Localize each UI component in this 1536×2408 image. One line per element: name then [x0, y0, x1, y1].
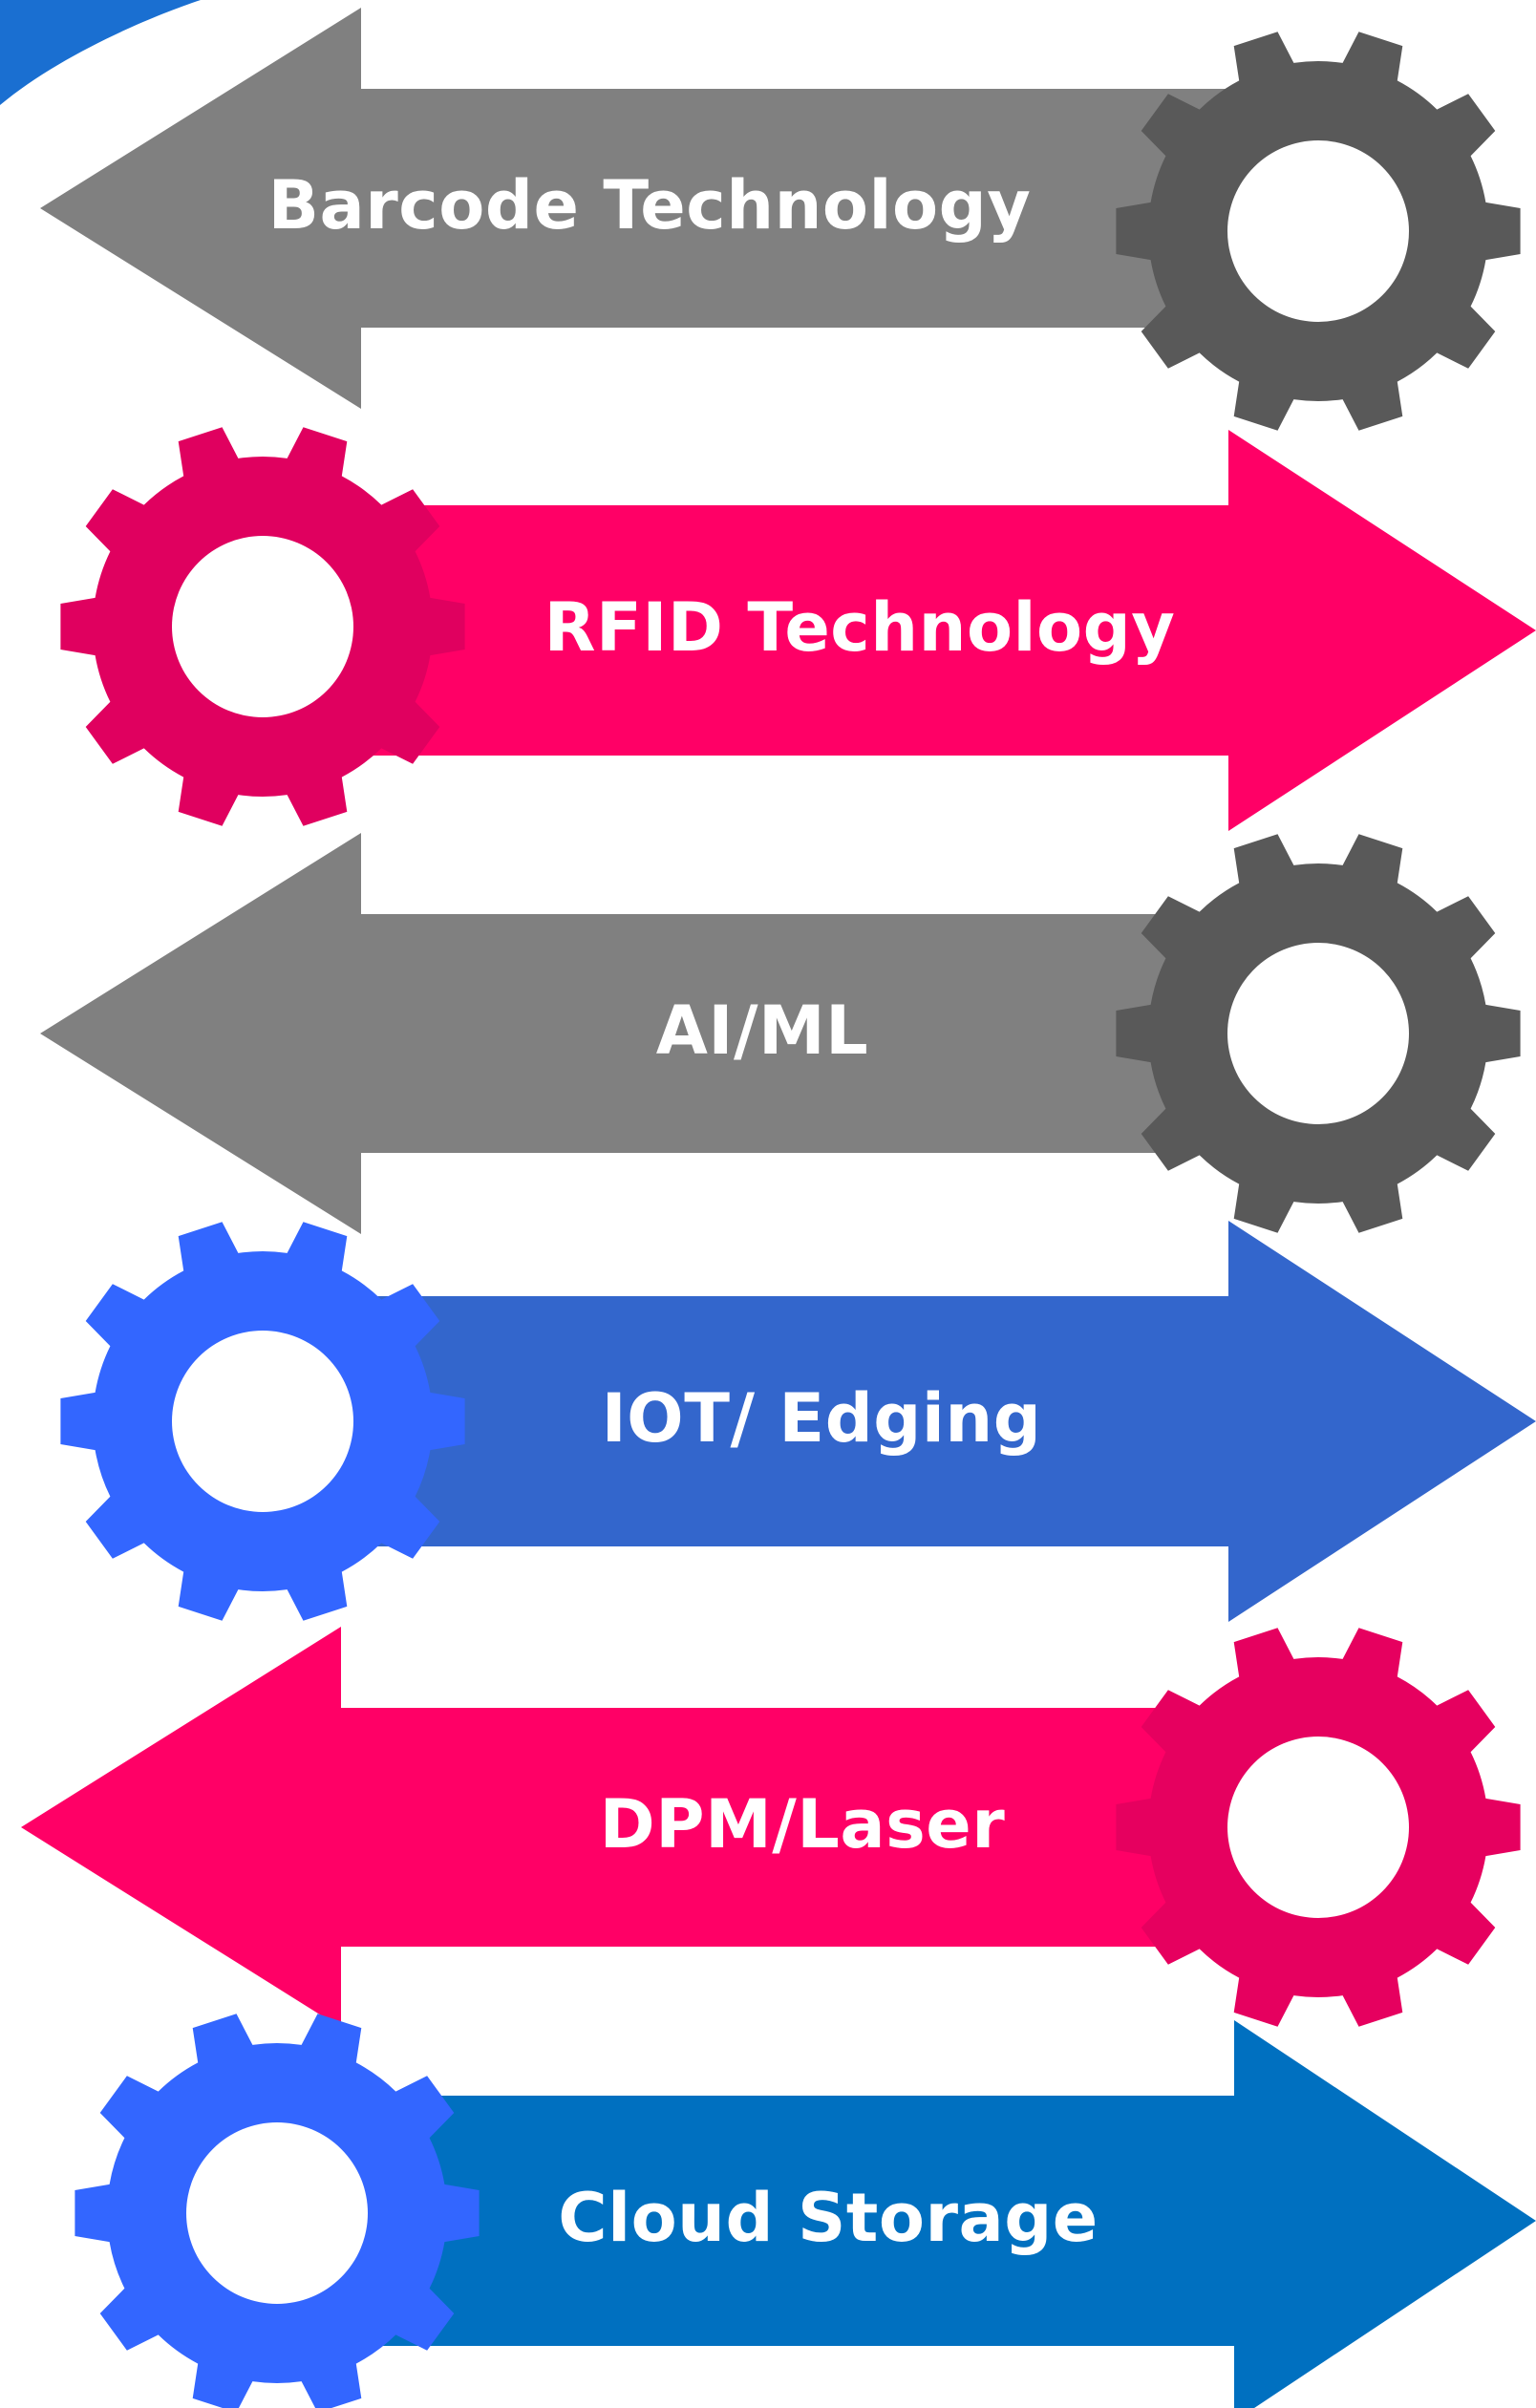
gear-hole [1227, 1737, 1409, 1918]
row-rfid-technology: RFID Technology [60, 427, 1536, 831]
row-ai-ml: AI/ML [40, 833, 1521, 1234]
gear-icon [1116, 32, 1521, 431]
arrow-icon [248, 2020, 1536, 2408]
arrow-icon [229, 1221, 1536, 1622]
iot-edging-label: IOT/ Edging [602, 1379, 1042, 1458]
arrow-icon [21, 1627, 1232, 2028]
gear-icon [60, 1222, 465, 1621]
barcode-technology-label: Barcode Technology [268, 166, 1032, 245]
row-iot-edging: IOT/ Edging [60, 1221, 1536, 1622]
gear-icon [75, 2014, 480, 2408]
gear-hole [186, 2122, 368, 2304]
corner-accent-shape [0, 0, 201, 105]
cloud-storage-label: Cloud Storage [558, 2179, 1099, 2257]
dpm-laser-label: DPM/Laser [600, 1785, 1006, 1864]
row-barcode-technology: Barcode Technology [40, 8, 1521, 431]
arrow-icon [40, 8, 1232, 409]
row-cloud-storage: Cloud Storage [75, 2014, 1536, 2408]
gear-hole [172, 536, 353, 717]
gear-hole [172, 1331, 353, 1512]
row-dpm-laser: DPM/Laser [21, 1627, 1521, 2028]
gear-icon [1116, 834, 1521, 1233]
arrow-icon [229, 430, 1536, 831]
gear-hole [1227, 943, 1409, 1124]
ai-ml-label: AI/ML [656, 991, 869, 1070]
arrow-icon [40, 833, 1232, 1234]
rfid-technology-label: RFID Technology [544, 588, 1176, 667]
gear-icon [1116, 1628, 1521, 2027]
gear-icon [60, 427, 465, 826]
gear-hole [1227, 140, 1409, 322]
